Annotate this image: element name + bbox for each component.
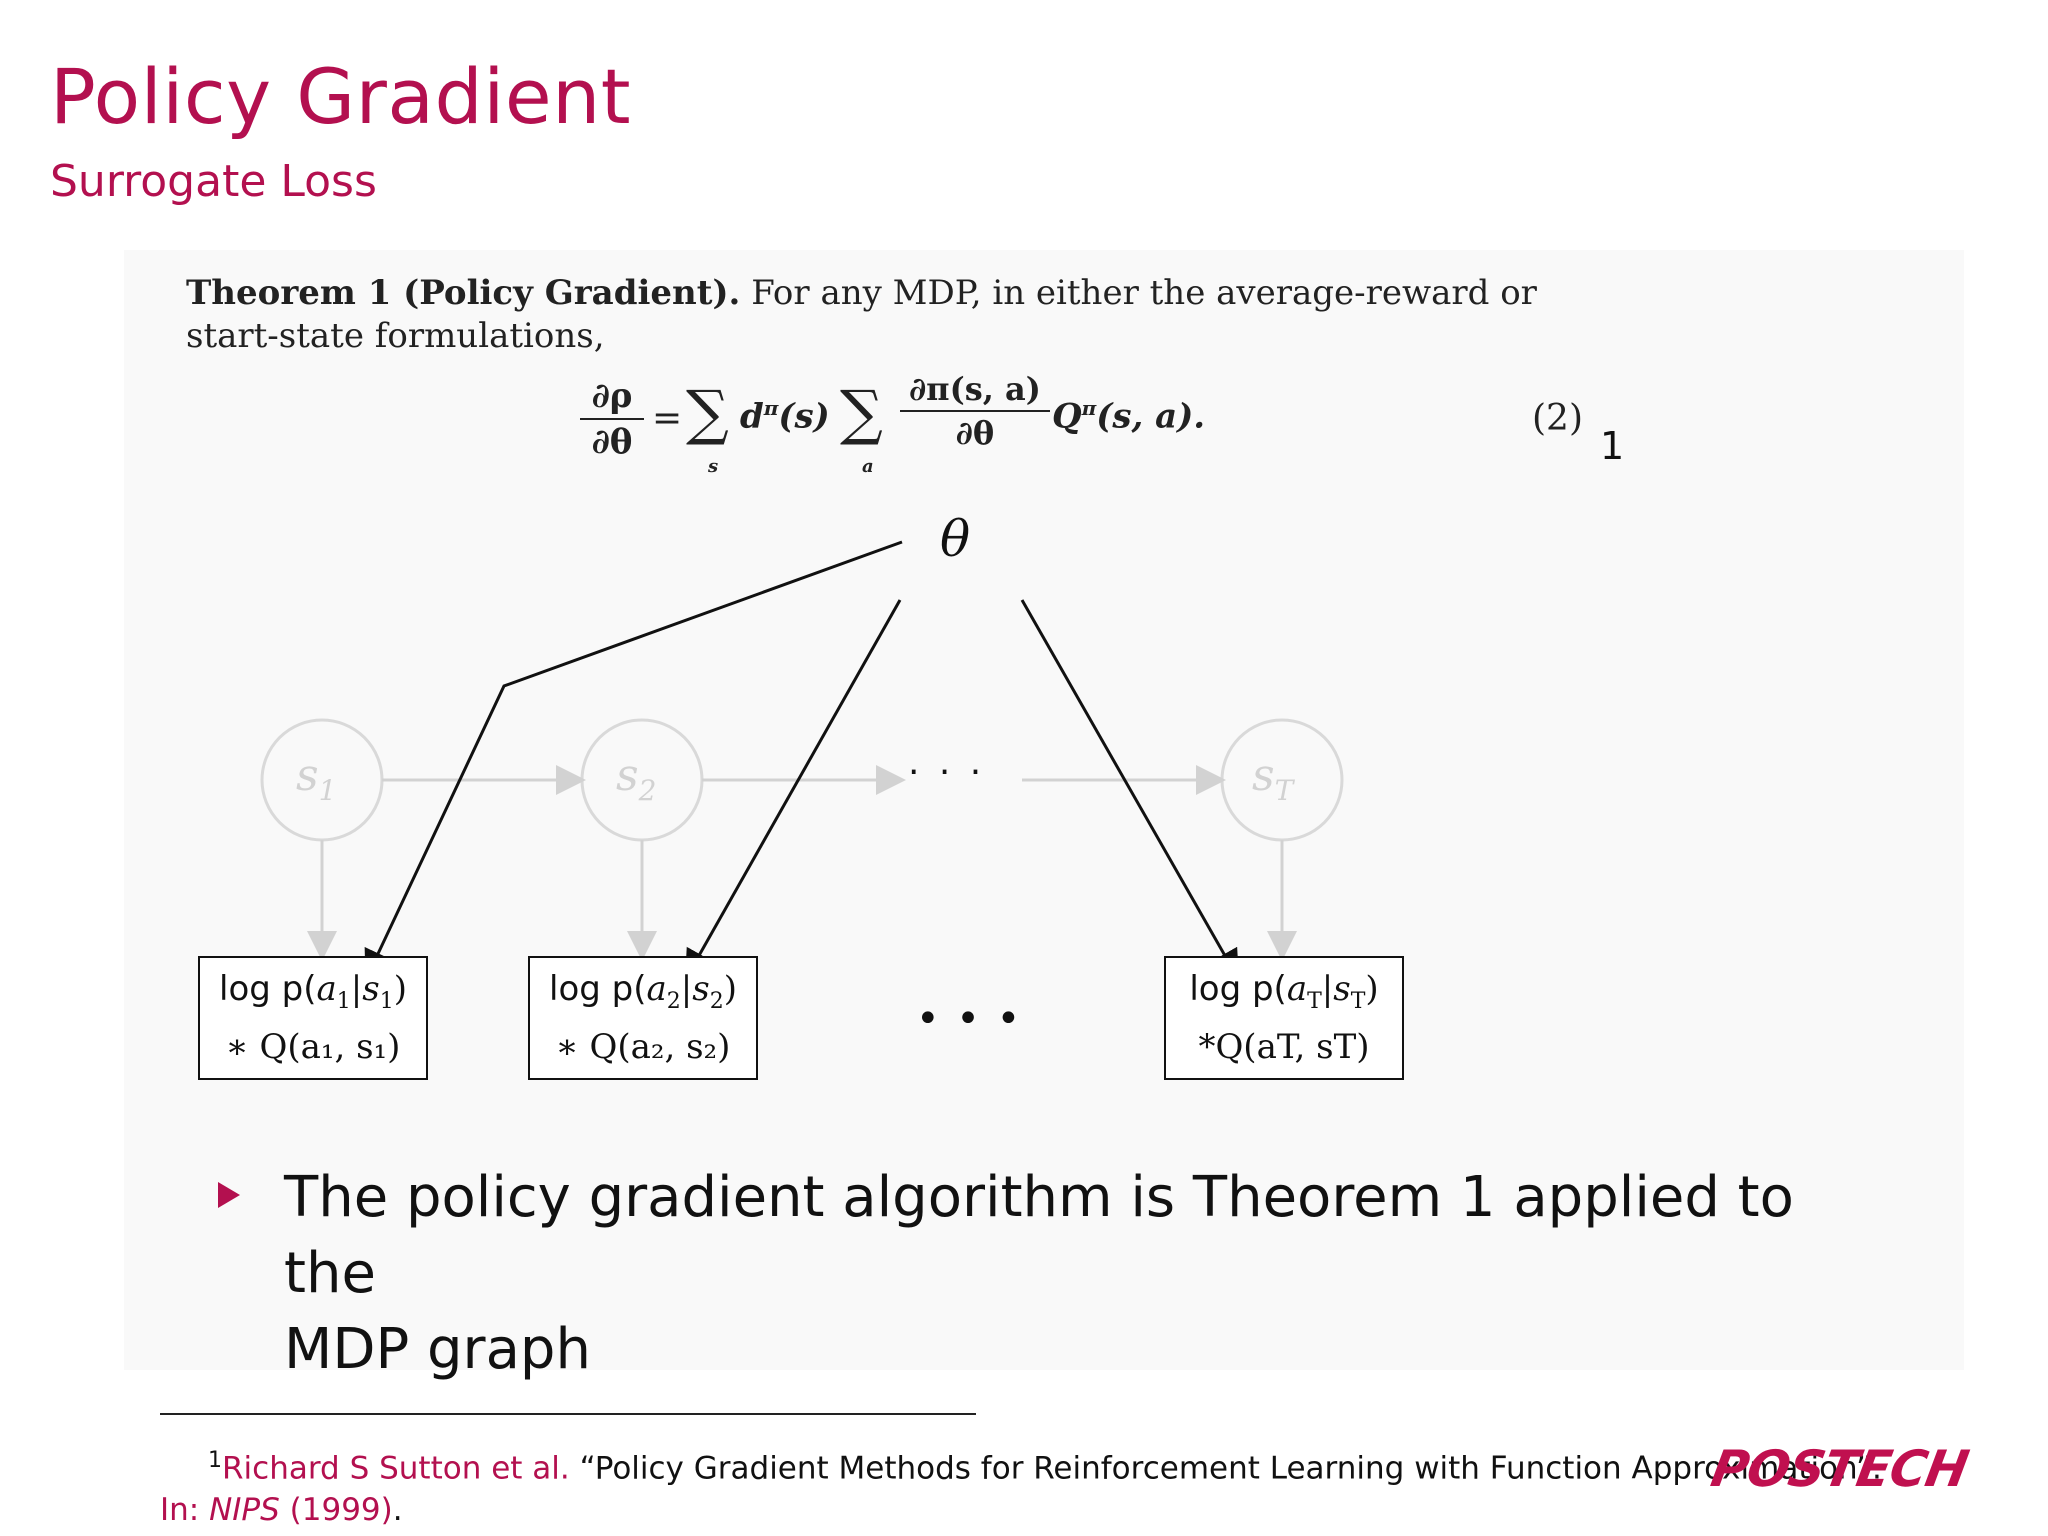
node-label-sT: sT (1252, 750, 1294, 807)
box-2-line1: log p(a2|s2) (549, 968, 737, 1014)
theorem-statement: Theorem 1 (Policy Gradient). For any MDP… (186, 272, 1606, 358)
bullet-triangle-icon (218, 1182, 240, 1208)
paper-screenshot-background (124, 250, 1964, 1370)
theorem-body-line2: start-state formulations, (186, 316, 605, 356)
eq-sum-index-1: s (708, 456, 719, 477)
eq-sum-index-2: a (862, 456, 874, 477)
theta-arrow-T (1020, 599, 1239, 981)
theta-arrow-1 (364, 540, 903, 981)
footnote-authors-link[interactable]: Richard S Sutton et al. (222, 1450, 570, 1487)
box-T-line1: log p(aT|sT) (1189, 968, 1379, 1014)
ellipsis-bottom: • • • (916, 996, 1023, 1042)
box-1-line1: log p(a1|s1) (219, 968, 407, 1014)
footnote-reference-marker: 1 (1600, 424, 1625, 468)
node-label-s1: s1 (296, 750, 337, 807)
theorem-body-line1: For any MDP, in either the average-rewar… (751, 273, 1537, 313)
box-2-line2: ∗ Q(a₂, s₂) (555, 1027, 731, 1068)
theorem-head: Theorem 1 (Policy Gradient). (186, 273, 741, 313)
eq-frac-numerator: ∂π(s, a) (909, 370, 1041, 408)
node-label-s2: s2 (616, 750, 657, 807)
slide-title: Policy Gradient (50, 52, 632, 141)
eq-term2: Qπ(s, a). (1052, 396, 1206, 437)
bullet-text: The policy gradient algorithm is Theorem… (284, 1165, 1794, 1382)
log-prob-box-2: log p(a2|s2) ∗ Q(a₂, s₂) (528, 956, 758, 1080)
eq-term1: dπ(s) (740, 396, 830, 437)
postech-logo: POSTECH (1706, 1440, 1973, 1498)
eq-lhs-numerator: ∂ρ (591, 376, 633, 416)
box-1-line2: ∗ Q(a₁, s₁) (225, 1027, 401, 1068)
ellipsis-top: · · · (908, 752, 986, 793)
footnote-line2: In: NIPS (1999). (160, 1492, 403, 1529)
eq-sum-2: ∑ (840, 378, 883, 448)
eq-equals: = (652, 398, 683, 439)
log-prob-box-1: log p(a1|s1) ∗ Q(a₁, s₁) (198, 956, 428, 1080)
eq-frac-denominator: ∂θ (955, 414, 995, 452)
footnote-line1: 1Richard S Sutton et al. “Policy Gradien… (208, 1448, 1882, 1487)
theta-arrow-2 (685, 599, 902, 981)
eq-sum-1: ∑ (686, 378, 729, 448)
footnote-title: “Policy Gradient Methods for Reinforceme… (579, 1450, 1882, 1487)
footnote-venue: NIPS (209, 1492, 280, 1529)
eq-lhs-denominator: ∂θ (591, 422, 633, 462)
footnote-rule (160, 1413, 976, 1415)
slide-subtitle: Surrogate Loss (50, 156, 377, 207)
box-T-line2: *Q(aT, sT) (1198, 1027, 1370, 1068)
footnote: 1Richard S Sutton et al. “Policy Gradien… (160, 1440, 2020, 1531)
log-prob-box-T: log p(aT|sT) *Q(aT, sT) (1164, 956, 1404, 1080)
theta-label: θ (940, 510, 971, 568)
equation-number: (2) (1532, 398, 1583, 439)
